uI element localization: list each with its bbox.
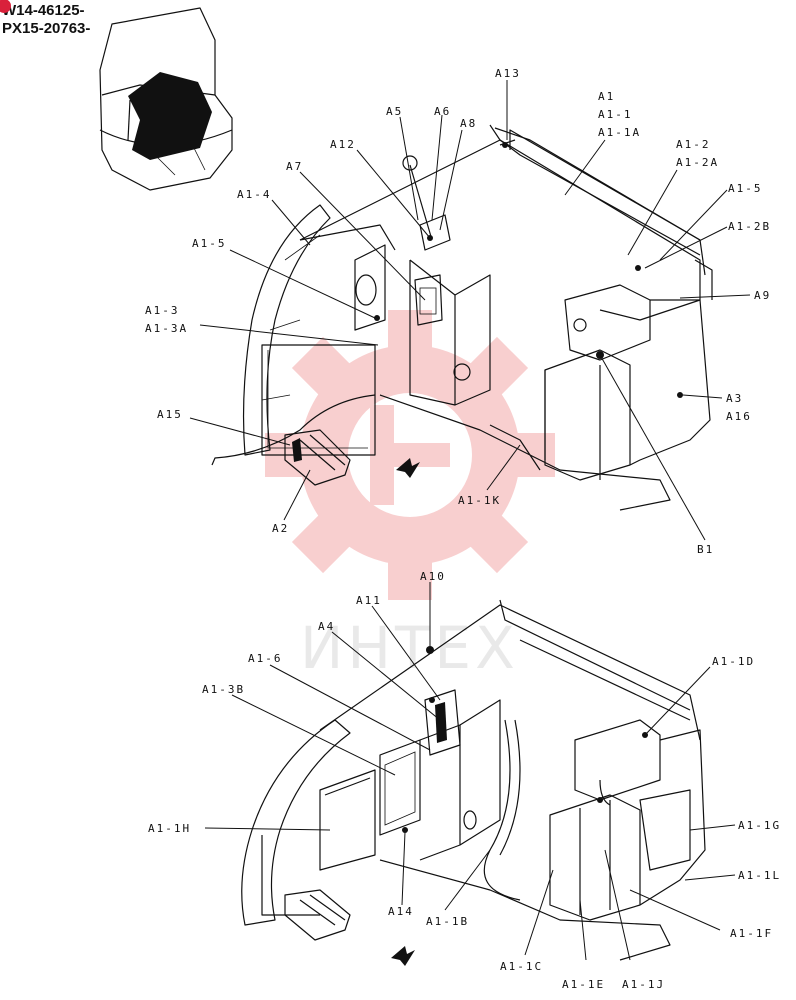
callout-labels-bottom: A10 A11 A4 A1-6 A1-3B A1-1D A1-1H A1-1G …	[148, 570, 781, 991]
label-A12: A12	[330, 138, 356, 151]
label-A14: A14	[388, 905, 414, 918]
label-A1-1J: A1-1J	[622, 978, 665, 991]
label-A1-1A: A1-1A	[598, 126, 641, 139]
label-A1-1C: A1-1C	[500, 960, 543, 973]
label-A1-3A: A1-3A	[145, 322, 188, 335]
label-A9: A9	[754, 289, 771, 302]
label-A1-1: A1-1	[598, 108, 633, 121]
label-A2: A2	[272, 522, 289, 535]
machine-thumbnail	[99, 7, 233, 191]
serial-range-1: W14-46125-	[2, 2, 85, 19]
label-A6: A6	[434, 105, 451, 118]
label-A13: A13	[495, 67, 521, 80]
label-A1-6: A1-6	[248, 652, 283, 665]
label-A1: A1	[598, 90, 615, 103]
serial-range-2: PX15-20763-	[2, 20, 91, 37]
label-A11: A11	[356, 594, 382, 607]
label-A1-3B: A1-3B	[202, 683, 245, 696]
label-A1-2A: A1-2A	[676, 156, 719, 169]
label-A7: A7	[286, 160, 303, 173]
label-B1: B1	[697, 543, 714, 556]
label-A1-4: A1-4	[237, 188, 272, 201]
label-A1-5-left: A1-5	[192, 237, 227, 250]
label-A10: A10	[420, 570, 446, 583]
label-A1-3: A1-3	[145, 304, 180, 317]
label-A4: A4	[318, 620, 335, 633]
label-A1-1F: A1-1F	[730, 927, 773, 940]
label-A1-2B: A1-2B	[728, 220, 771, 233]
label-A1-1G: A1-1G	[738, 819, 781, 832]
label-A1-2: A1-2	[676, 138, 711, 151]
watermark-text: ИНТЕХ	[300, 614, 519, 682]
label-A15: A15	[157, 408, 183, 421]
label-A1-1L: A1-1L	[738, 869, 781, 882]
label-A1-5-right: A1-5	[728, 182, 763, 195]
label-A3: A3	[726, 392, 743, 405]
label-A1-1K: A1-1K	[458, 494, 501, 507]
label-A1-1D: A1-1D	[712, 655, 755, 668]
badge-icon	[0, 0, 11, 13]
label-A16: A16	[726, 410, 752, 423]
bottom-assembly	[241, 599, 706, 966]
label-A1-1H: A1-1H	[148, 822, 191, 835]
top-assembly	[211, 124, 713, 511]
leader-lines-top	[189, 80, 751, 541]
label-A1-1B: A1-1B	[426, 915, 469, 928]
label-A1-1E: A1-1E	[562, 978, 605, 991]
watermark-logo: ИНТЕХ	[265, 310, 555, 682]
label-A8: A8	[460, 117, 477, 130]
callout-labels-top: A13 A1 A1-1 A1-1A A1-2 A1-2A A1-5 A1-2B …	[145, 67, 771, 556]
leader-lines-bottom	[204, 582, 736, 961]
label-A5: A5	[386, 105, 403, 118]
